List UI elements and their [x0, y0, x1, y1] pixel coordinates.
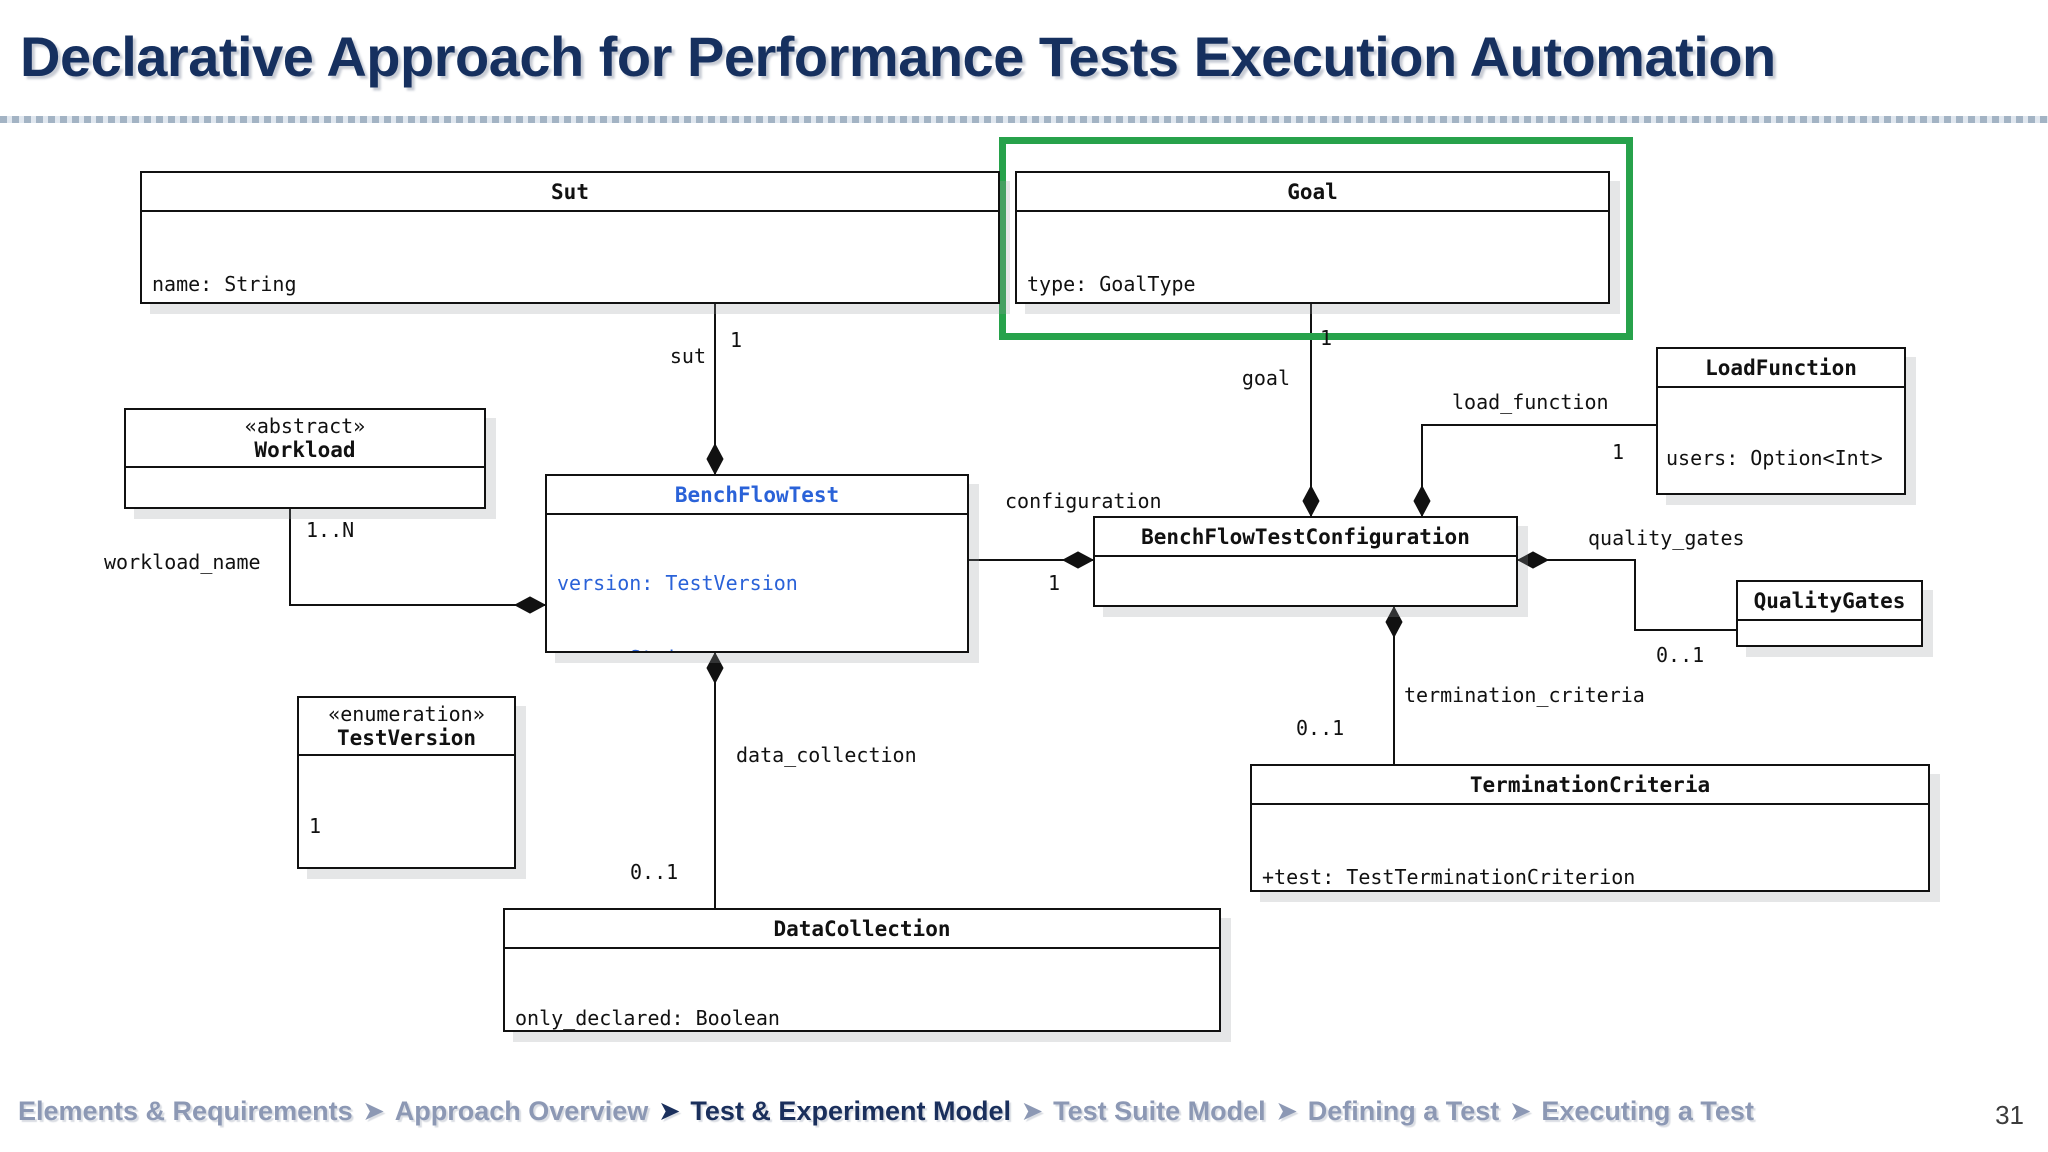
empty-compartment	[1095, 557, 1516, 571]
breadcrumb-arrow-icon: ➤	[659, 1098, 680, 1125]
empty-compartment	[1738, 621, 1921, 635]
class-attribute: version: TestVersion	[557, 571, 798, 595]
class-box-quality-gates: QualityGates	[1736, 580, 1923, 647]
label-workload-name-role: workload_name	[104, 550, 261, 574]
class-title: BenchFlowTest	[547, 476, 967, 515]
class-box-termination-criteria: TerminationCriteria +test: TestTerminati…	[1250, 764, 1930, 892]
class-attribute: +test: TestTerminationCriterion	[1262, 865, 1636, 889]
label-load-function-role: load_function	[1452, 390, 1609, 414]
label-termination-criteria-role: termination_criteria	[1404, 683, 1645, 707]
class-title: TestVersion	[336, 726, 477, 750]
label-workload-name-multiplicity: 1..N	[306, 518, 355, 542]
label-quality-gates-role: quality_gates	[1588, 526, 1745, 550]
breadcrumb-arrow-icon: ➤	[1276, 1098, 1297, 1125]
label-sut-multiplicity: 1	[730, 328, 743, 352]
breadcrumb-arrow-icon: ➤	[363, 1098, 384, 1125]
breadcrumb-item-approach-overview: Approach Overview	[394, 1096, 649, 1126]
label-goal-role: goal	[1241, 366, 1290, 390]
slide-title: Declarative Approach for Performance Tes…	[20, 25, 1776, 88]
enum-literal: 1	[309, 814, 322, 838]
label-configuration-role: configuration	[1005, 489, 1162, 513]
goal-highlight-frame	[999, 137, 1633, 340]
class-box-goal: Goal type: GoalType stored_knowledge: Op…	[1015, 171, 1610, 304]
label-termination-criteria-multiplicity: 0..1	[1296, 716, 1345, 740]
class-stereotype: «enumeration»	[328, 702, 485, 726]
connector-termination-criteria	[1385, 605, 1403, 764]
label-quality-gates-multiplicity: 0..1	[1656, 643, 1705, 667]
title-divider	[0, 116, 2048, 123]
breadcrumb-item-test-experiment-model: Test & Experiment Model	[690, 1096, 1011, 1126]
class-box-workload: «abstract» Workload popularity: Option<P…	[124, 408, 486, 509]
class-attribute: only_declared: Boolean	[515, 1006, 780, 1030]
label-sut-role: sut	[669, 344, 706, 368]
class-attribute: name: String	[557, 646, 957, 651]
connector-sut	[706, 304, 724, 476]
class-box-bench-flow-test: BenchFlowTest version: TestVersion name:…	[545, 474, 969, 653]
page-number: 31	[1995, 1100, 2024, 1130]
class-attribute: users: Option<Int>	[1666, 446, 1883, 470]
class-box-load-function: LoadFunction users: Option<Int> ramp_up:…	[1656, 347, 1906, 495]
class-title: Sut	[142, 173, 998, 212]
class-attribute: type: GoalType	[1027, 272, 1196, 296]
class-title: TerminationCriteria	[1252, 766, 1928, 805]
label-data-collection-multiplicity: 0..1	[630, 860, 679, 884]
class-stereotype: «abstract»	[244, 414, 366, 438]
breadcrumb-arrow-icon: ➤	[1510, 1098, 1531, 1125]
connector-quality-gates	[1516, 551, 1736, 631]
breadcrumb-item-elements-requirements: Elements & Requirements	[18, 1096, 353, 1126]
connector-data-collection	[706, 651, 724, 908]
breadcrumb-arrow-icon: ➤	[1021, 1098, 1043, 1125]
label-data-collection-role: data_collection	[736, 743, 917, 767]
class-title: QualityGates	[1738, 582, 1921, 621]
class-title: Goal	[1017, 173, 1608, 212]
connector-configuration	[969, 551, 1095, 569]
breadcrumb-item-test-suite-model: Test Suite Model	[1053, 1096, 1266, 1126]
class-box-bench-flow-test-configuration: BenchFlowTestConfiguration	[1093, 516, 1518, 607]
class-title: DataCollection	[505, 910, 1219, 949]
class-title: BenchFlowTestConfiguration	[1095, 518, 1516, 557]
label-goal-multiplicity: 1	[1320, 326, 1333, 350]
class-title: Workload	[254, 438, 356, 462]
class-title: LoadFunction	[1658, 349, 1904, 388]
breadcrumb-item-executing-a-test: Executing a Test	[1541, 1096, 1754, 1126]
label-load-function-multiplicity: 1	[1612, 440, 1625, 464]
breadcrumb-item-defining-a-test: Defining a Test	[1307, 1096, 1500, 1126]
connector-load-function	[1413, 424, 1656, 518]
footer-breadcrumb: Elements & Requirements ➤ Approach Overv…	[18, 1096, 1978, 1127]
label-configuration-multiplicity: 1	[1048, 571, 1061, 595]
class-box-data-collection: DataCollection only_declared: Boolean se…	[503, 908, 1221, 1032]
class-box-sut: Sut name: String type: Option<SutType> s…	[140, 171, 1000, 304]
class-attribute: name: String	[152, 272, 297, 296]
class-box-test-version: «enumeration» TestVersion 1 1.1 2 3	[297, 696, 516, 869]
